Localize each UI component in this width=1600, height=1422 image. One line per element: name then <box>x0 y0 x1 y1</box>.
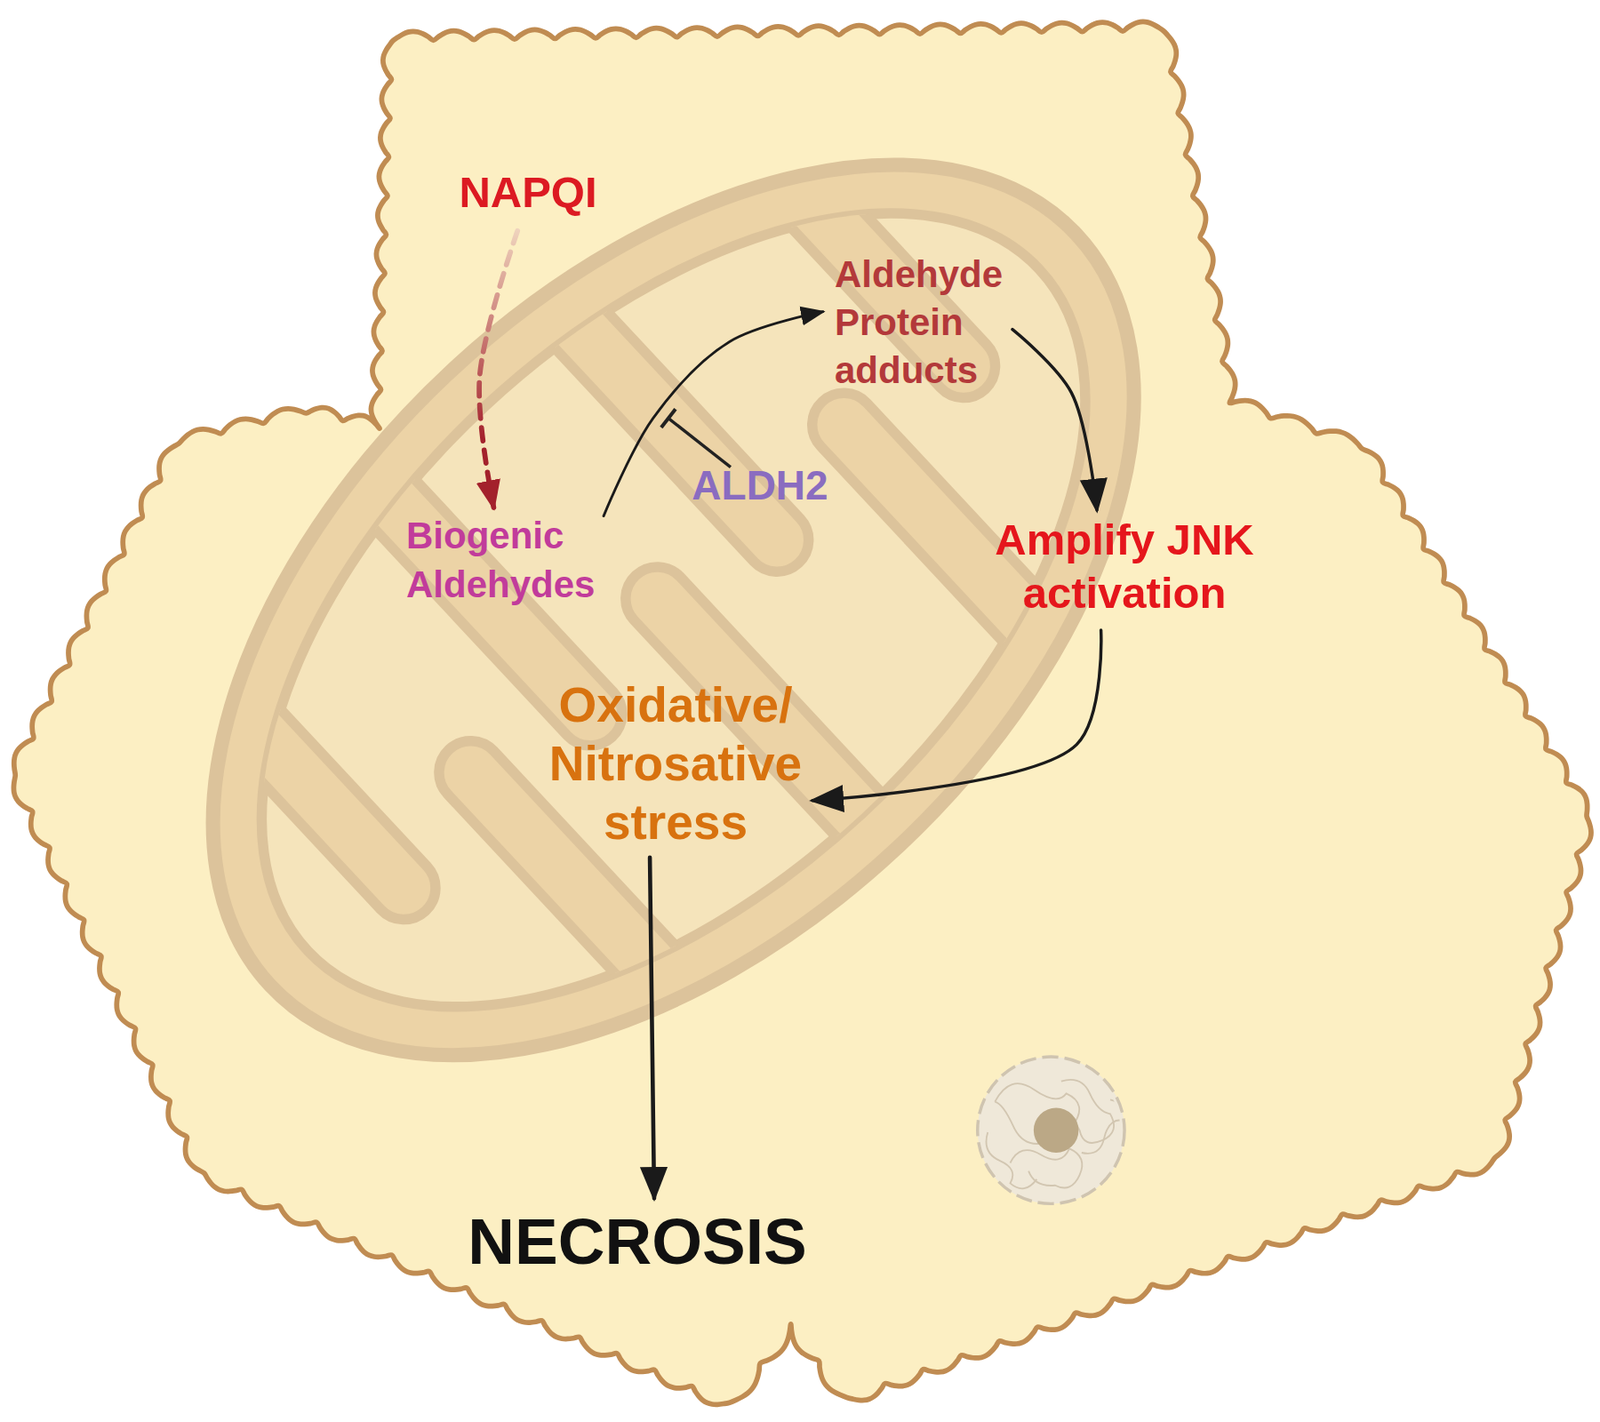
term-text: NAPQI <box>458 167 597 217</box>
crista <box>531 280 822 585</box>
term-node: NAPQI <box>458 167 597 217</box>
inhibition-bar <box>661 408 676 428</box>
inhibition-line <box>668 418 731 468</box>
term-node: Biogenic Aldehydes <box>406 512 602 609</box>
term-node: Oxidative/ Nitrosative stress <box>546 675 805 852</box>
nucleolus <box>1033 1107 1080 1153</box>
flow-arrow <box>1012 329 1097 511</box>
term-node: Amplify JNK activation <box>991 513 1258 621</box>
inhibitor-label: ALDH2 <box>691 462 828 510</box>
term-text: NECROSIS <box>467 1204 807 1280</box>
term-text: Aldehyde Protein adducts <box>834 250 1013 394</box>
crista <box>159 628 449 933</box>
nucleus <box>977 1056 1125 1204</box>
term-node: Aldehyde Protein adducts <box>834 250 1013 394</box>
mitochondrion <box>48 0 1300 1225</box>
chromatin-strand <box>1081 1099 1123 1154</box>
flow-arrow <box>479 231 518 509</box>
mitochondrion-outer-membrane <box>48 0 1300 1225</box>
flow-arrow <box>649 857 655 1199</box>
chromatin <box>986 1080 1124 1189</box>
nuclear-envelope <box>977 1056 1125 1204</box>
inhibition-symbol <box>661 408 731 467</box>
label-text: ALDH2 <box>691 462 828 510</box>
chromatin-strand <box>1009 1148 1082 1188</box>
flow-arrow <box>812 630 1102 801</box>
chromatin-strand <box>986 1132 1038 1189</box>
term-text: Oxidative/ Nitrosative stress <box>546 675 805 852</box>
term-text: Amplify JNK activation <box>991 513 1258 621</box>
term-node: NECROSIS <box>467 1204 807 1280</box>
term-text: Biogenic Aldehydes <box>406 512 602 609</box>
